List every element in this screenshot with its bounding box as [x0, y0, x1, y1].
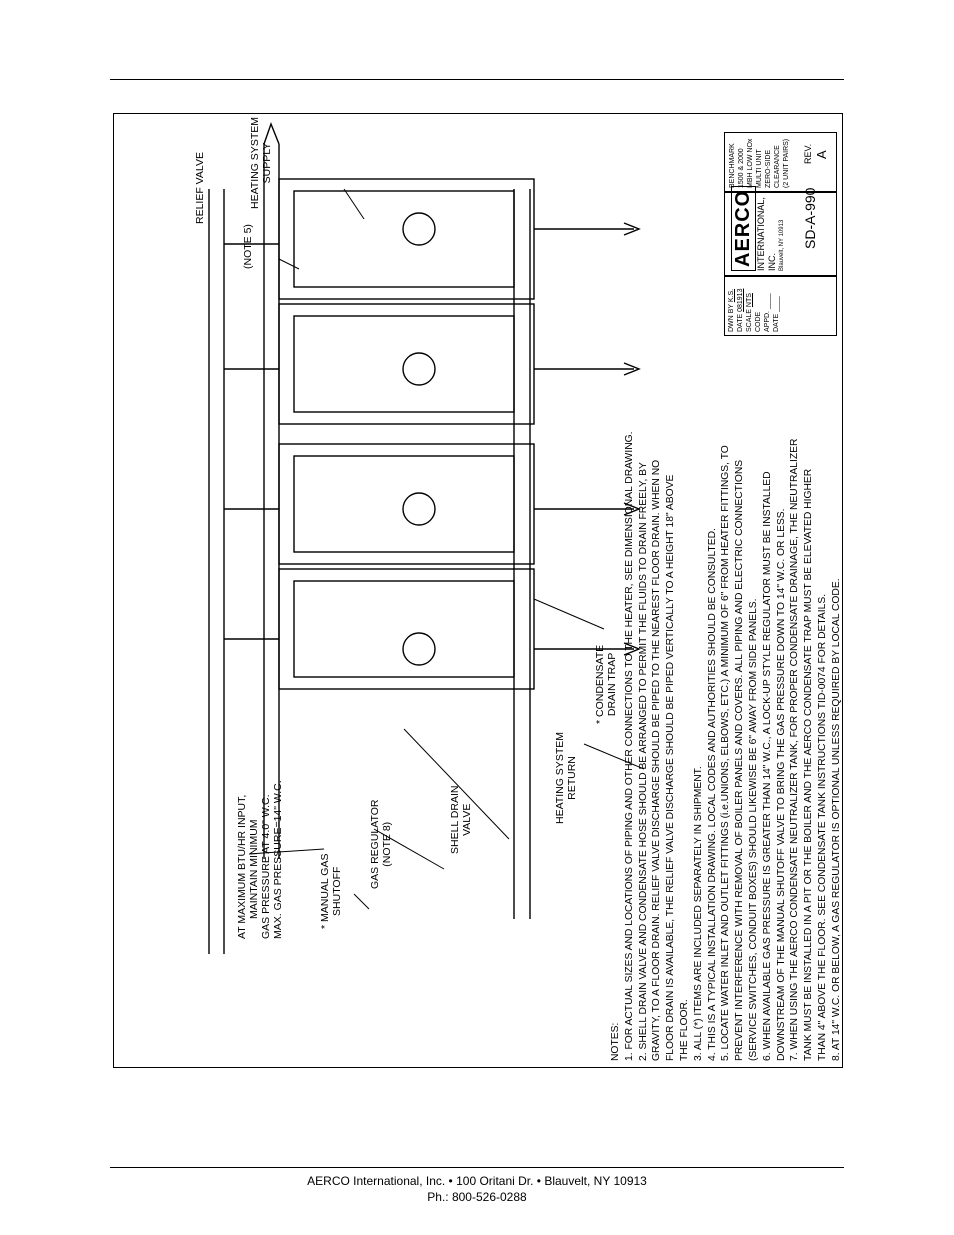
boiler-unit-3	[278, 303, 535, 425]
supply-pipe	[263, 144, 280, 859]
flue-outlet-4	[402, 212, 436, 246]
label-heating-system-supply: HEATING SYSTEM SUPPLY	[249, 117, 273, 209]
return-pipe	[513, 189, 531, 919]
flue-outlet-2	[402, 492, 436, 526]
drawing-frame: AT MAXIMUM BTU/HR INPUT, MAINTAIN MINIMU…	[113, 113, 843, 1068]
title-block-approval-cell: DWN BY K.S. DATE 081913 SCALE NTS CODE A…	[724, 276, 837, 336]
label-relief-valve: RELIEF VALVE	[194, 152, 206, 224]
note-line: 4. THIS IS A TYPICAL INSTALLATION DRAWIN…	[706, 528, 718, 1061]
note-line: GRAVITY, TO A FLOOR DRAIN. RELIEF VALVE …	[651, 459, 663, 1061]
piping-illustration	[208, 122, 645, 954]
flue-outlet-3	[402, 352, 436, 386]
boiler-unit-4	[278, 178, 535, 300]
footer-rule	[110, 1167, 844, 1168]
boiler-unit-2	[278, 443, 535, 565]
label-gas-input: AT MAXIMUM BTU/HR INPUT, MAINTAIN MINIMU…	[236, 780, 284, 939]
label-note-5: (NOTE 5)	[242, 224, 254, 269]
rotated-drawing-sheet: AT MAXIMUM BTU/HR INPUT, MAINTAIN MINIMU…	[114, 114, 842, 1067]
gas-header-pipe	[208, 189, 225, 954]
label-manual-gas-shutoff: * MANUAL GAS SHUTOFF	[319, 853, 343, 929]
notes-title: NOTES:	[610, 1022, 621, 1061]
rev-label: REV.	[803, 143, 813, 164]
header-rule	[110, 79, 844, 80]
title-block-title-cell: BENCHMARK 1500 & 2000 MBH LOW NOx MULTI …	[724, 132, 837, 192]
note-line: 3. ALL (*) ITEMS ARE INCLUDED SEPARATELY…	[692, 766, 704, 1061]
footer-address: AERCO International, Inc. • 100 Oritani …	[307, 1174, 647, 1188]
boiler-unit-1	[278, 568, 535, 690]
label-gas-regulator: GAS REGULATOR (NOTE 8)	[369, 799, 393, 889]
label-shell-drain-valve: SHELL DRAIN VALVE	[449, 785, 473, 854]
label-heating-system-return: HEATING SYSTEM RETURN	[554, 732, 578, 824]
note-line: 1. FOR ACTUAL SIZES AND LOCATIONS OF PIP…	[623, 431, 635, 1061]
rev-value: A	[814, 150, 829, 159]
note-line: 2. SHELL DRAIN VALVE AND CONDENSATE HOSE…	[637, 462, 649, 1061]
aerco-logo: AERCO	[731, 185, 756, 271]
footer-phone: Ph.: 800-526-0288	[427, 1190, 527, 1204]
title-block-logo-cell: AERCO INTERNATIONAL, INC. Blauvelt, NY 1…	[724, 185, 837, 276]
note-line: FLOOR DRAIN IS AVAILABLE, THE RELIEF VAL…	[665, 474, 677, 1061]
title-block: DWN BY K.S. DATE 081913 SCALE NTS CODE A…	[724, 122, 837, 1064]
flue-outlet-1	[402, 632, 436, 666]
drawing-number: SD-A-990	[802, 187, 818, 249]
note-line: THE FLOOR.	[678, 999, 690, 1061]
